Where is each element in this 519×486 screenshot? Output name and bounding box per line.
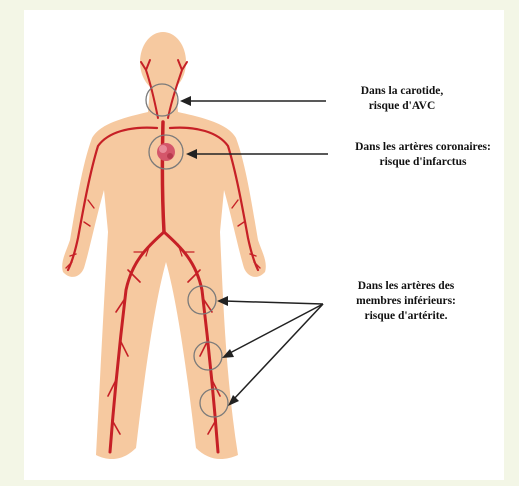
lower-limbs-annotation-line2: membres inférieurs: [336,294,476,309]
lower-limb-arrow-1 [224,301,323,304]
lower-limb-arrow-2 [228,304,323,354]
carotid-annotation: Dans la carotide, risque d'AVC [332,84,472,114]
carotid-annotation-line2: risque d'AVC [332,99,472,114]
lower-limbs-annotation: Dans les artères des membres inférieurs:… [336,279,476,324]
coronary-annotation-line1: Dans les artères coronaires: [328,140,518,155]
coronary-annotation: Dans les artères coronaires: risque d'in… [328,140,518,170]
lower-limbs-annotation-line3: risque d'artérite. [336,309,476,324]
carotid-annotation-line1: Dans la carotide, [332,84,472,99]
lower-limb-arrow-3 [233,304,323,400]
heart-icon [157,143,175,161]
lower-limbs-annotation-line1: Dans les artères des [336,279,476,294]
coronary-annotation-line2: risque d'infarctus [328,155,518,170]
human-body-silhouette [62,32,266,459]
